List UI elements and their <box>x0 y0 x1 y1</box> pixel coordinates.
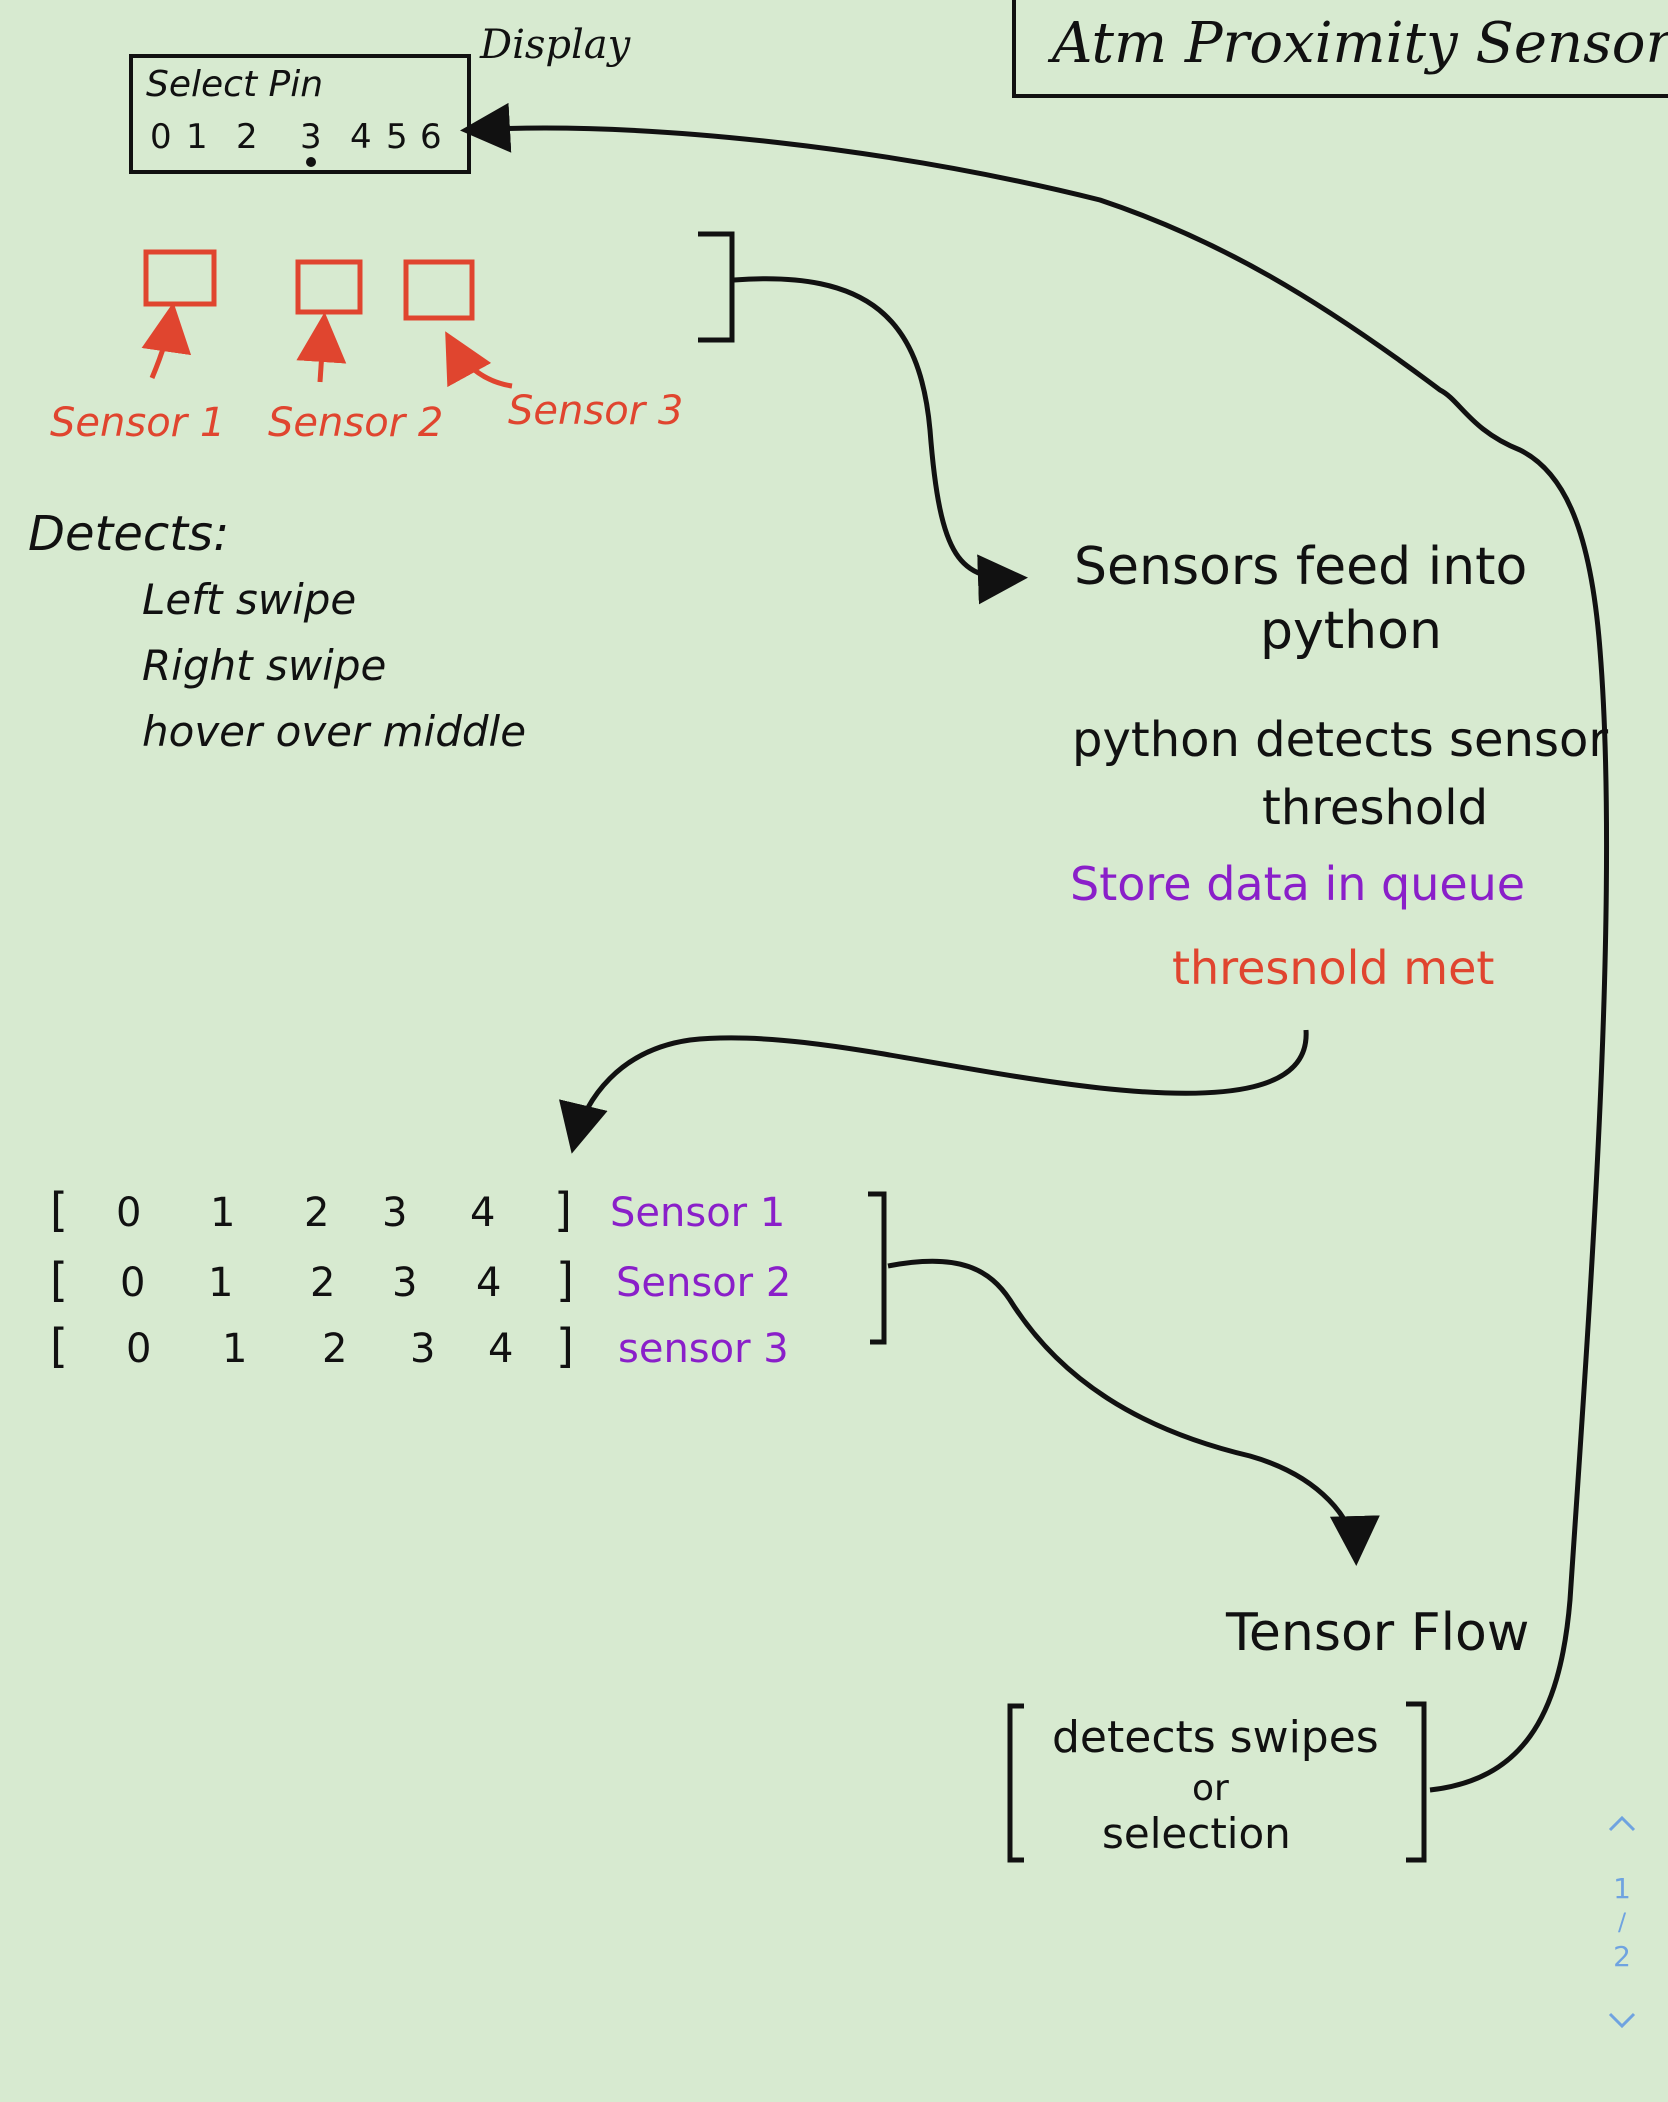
arrow-tensorflow-to-display <box>460 102 1610 1793</box>
queue-value: 3 <box>392 1260 417 1306</box>
pin-5: 5 <box>386 117 408 157</box>
sensor-1-label: Sensor 1 <box>50 400 225 446</box>
python-line3: python detects sensor <box>1072 712 1608 768</box>
pin-2: 2 <box>236 117 258 157</box>
title-frame <box>1012 0 1668 98</box>
queue-bracket <box>868 1191 887 1345</box>
tensorflow-bracket-right <box>1406 1701 1427 1863</box>
queue-open-bracket: [ <box>50 1319 68 1373</box>
detects-item-right: Right swipe <box>142 641 386 690</box>
arrow-sensors-to-python <box>733 276 1028 605</box>
pin-row: 0 1 2 3 4 5 6 <box>150 117 442 167</box>
queue-open-bracket: [ <box>50 1183 68 1237</box>
queue-close-bracket: ] <box>556 1319 574 1373</box>
page-total: 2 <box>1613 1940 1631 1973</box>
queue-value: 3 <box>410 1326 435 1372</box>
python-line2: python <box>1260 601 1442 661</box>
python-line1: Sensors feed into <box>1074 537 1527 597</box>
python-line4: threshold <box>1262 780 1488 836</box>
python-threshold-met: thresnold met <box>1172 941 1494 995</box>
queue-close-bracket: ] <box>556 1253 574 1307</box>
sensor-3-box <box>403 259 475 321</box>
sensor-3-label: Sensor 3 <box>508 388 683 434</box>
queue-value: 2 <box>322 1326 347 1372</box>
pin-selected-dot <box>306 157 316 167</box>
queue-label: Sensor 2 <box>616 1260 791 1306</box>
page-title: Atm Proximity Sensor <box>1047 11 1668 76</box>
sensor-2-label: Sensor 2 <box>268 400 443 446</box>
detects-item-left: Left swipe <box>142 575 356 624</box>
queue-value: 2 <box>304 1190 329 1236</box>
title-block: Atm Proximity Sensor <box>1012 0 1668 98</box>
queue-value: 1 <box>210 1190 235 1236</box>
queue-label: sensor 3 <box>618 1326 789 1372</box>
detects-item-hover: hover over middle <box>142 707 526 756</box>
queue-row-3: [ 0 1 2 3 4 ] sensor 3 <box>50 1319 789 1373</box>
python-store: Store data in queue <box>1070 857 1525 911</box>
queue-block: [ 0 1 2 3 4 ] Sensor 1 [ 0 1 2 3 4 ] Sen… <box>50 1183 887 1373</box>
python-block: Sensors feed into python python detects … <box>1070 537 1608 995</box>
sensor-group: Sensor 1 Sensor 2 Sensor 3 <box>50 249 683 446</box>
queue-value: 0 <box>126 1326 151 1372</box>
queue-label: Sensor 1 <box>610 1190 785 1236</box>
tensorflow-line1: detects swipes <box>1052 1712 1379 1763</box>
queue-value: 0 <box>116 1190 141 1236</box>
sensors-bracket <box>698 231 735 343</box>
queue-value: 3 <box>382 1190 407 1236</box>
sensor-1-box <box>143 249 217 307</box>
pager-svg: 1 / 2 <box>1602 1800 1642 2040</box>
page-separator: / <box>1618 1908 1627 1936</box>
queue-row-1: [ 0 1 2 3 4 ] Sensor 1 <box>50 1183 785 1237</box>
queue-value: 1 <box>222 1326 247 1372</box>
queue-value: 4 <box>470 1190 495 1236</box>
arrow-queue-to-tensorflow <box>887 1258 1380 1566</box>
queue-open-bracket: [ <box>50 1253 68 1307</box>
queue-close-bracket: ] <box>554 1183 572 1237</box>
arrow-python-to-queue <box>559 1029 1309 1154</box>
pin-3: 3 <box>300 117 322 157</box>
pin-0: 0 <box>150 117 172 157</box>
sensor-1-arrow <box>141 302 192 379</box>
tensorflow-line3: selection <box>1102 1809 1291 1858</box>
page-current: 1 <box>1613 1872 1631 1905</box>
tensorflow-block: Tensor Flow detects swipes or selection <box>1007 1603 1529 1863</box>
pin-4: 4 <box>350 117 372 157</box>
queue-value: 1 <box>208 1260 233 1306</box>
pin-1: 1 <box>186 117 208 157</box>
sensor-3-arrow <box>445 331 513 389</box>
queue-value: 2 <box>310 1260 335 1306</box>
sensor-2-arrow <box>296 312 347 383</box>
tensorflow-line2: or <box>1192 1768 1229 1809</box>
queue-value: 4 <box>476 1260 501 1306</box>
chevron-up-icon[interactable] <box>1602 1800 1642 1840</box>
display-block: Display Select Pin 0 1 2 3 4 5 6 <box>129 22 632 174</box>
queue-row-2: [ 0 1 2 3 4 ] Sensor 2 <box>50 1253 791 1307</box>
sensor-2-box <box>295 259 363 315</box>
tensorflow-title: Tensor Flow <box>1225 1603 1529 1663</box>
detects-heading: Detects: <box>28 506 229 562</box>
queue-value: 0 <box>120 1260 145 1306</box>
queue-value: 4 <box>488 1326 513 1372</box>
detects-block: Detects: Left swipe Right swipe hover ov… <box>28 506 526 756</box>
tensorflow-bracket-left <box>1007 1703 1024 1863</box>
display-label: Display <box>479 22 632 68</box>
pin-6: 6 <box>420 117 442 157</box>
chevron-down-icon[interactable] <box>1602 2000 1642 2040</box>
display-line1: Select Pin <box>146 64 323 105</box>
